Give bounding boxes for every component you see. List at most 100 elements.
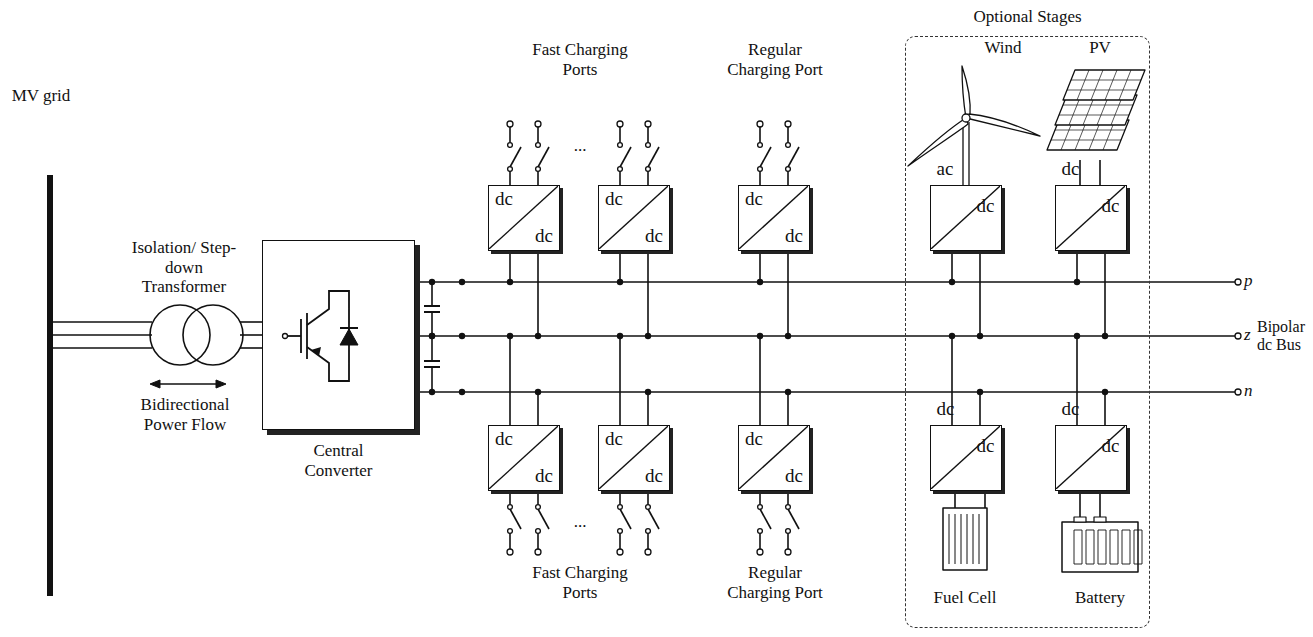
region-heading: Optional Stages [906,7,1149,27]
bus-tap [787,251,789,336]
label-anchor: ... [563,136,597,156]
converter-diagonal [931,186,1000,249]
switch-contact [786,143,791,148]
converter-diagonal [489,186,558,249]
label-anchor: Bipolar dc Bus [1257,318,1313,355]
part-label: ... [563,136,597,156]
switch-blade [788,147,799,167]
arrow-head [150,380,160,388]
turbine-blade [966,114,1040,136]
converter-box: dcdc [1055,425,1127,491]
bus-tap [951,251,953,282]
label-anchor: MV grid [0,86,82,106]
label-anchor: Bidirectional Power Flow [128,395,242,434]
part-label: Wind [976,38,1030,58]
converter-diagonal [599,426,668,489]
junction-dot [459,333,465,339]
pv-cell-grid [1105,70,1117,100]
switch-hinge [618,167,623,172]
converter-box: dcdc [930,425,1002,491]
battery-lead [1079,491,1081,518]
part-label: Regular Charging Port [715,563,835,602]
battery-cell [1098,530,1106,564]
label-anchor: Battery [1050,588,1150,608]
converter-box: dc dc [738,185,810,251]
junction-dot [949,279,955,285]
converter-box: dcdc [488,185,560,251]
igbt-symbol [306,313,308,359]
switch-contact [508,143,513,148]
charging-port-terminal [507,549,513,555]
bus-pole-name: z [1244,325,1258,345]
converter-type: dc [745,189,763,210]
battery-cell [1086,530,1094,564]
bus-tap [509,336,511,425]
capacitor-lead [431,336,433,361]
switch-contact [646,143,651,148]
bus-terminal [1235,279,1241,285]
switch-hinge [786,167,791,172]
switch-hinge [758,167,763,172]
part-label: Battery [1050,588,1150,608]
bus-tap [979,392,981,425]
junction-dot [429,333,435,339]
junction-dot [429,389,435,395]
charging-port-terminal [785,549,791,555]
part-label: Regular Charging Port [715,40,835,79]
junction-dot [429,333,435,339]
central-converter-box: Central Converter [262,240,415,430]
junction-dot [645,333,651,339]
label-anchor: Fast Charging Ports [515,563,645,602]
bus-tap [759,251,761,282]
pv-cell-grid [1063,105,1133,106]
switch-lead [509,533,511,549]
switch-lead [787,127,789,143]
switch-lead [759,127,761,143]
bus-pole-name: p [1244,271,1258,291]
bus-tap [759,336,761,425]
converter-box: dcdc [598,425,670,491]
switch-contact [758,529,763,534]
converter-diagonal [931,426,1000,489]
label-anchor: Wind [976,38,1030,58]
panel-lead [1099,160,1101,185]
part-label: Isolation/ Step-down Transformer [128,238,240,297]
junction-dot [535,389,541,395]
switch-contact [786,529,791,534]
battery-cell [1110,530,1118,564]
bus-terminal [1235,333,1241,339]
capacitor-lead [431,282,433,306]
battery-case [1062,522,1138,572]
bus-tap [619,336,621,425]
junction-dot [1074,279,1080,285]
switch-blade [788,509,799,529]
bus-terminal [1235,389,1241,395]
pv-panel [1063,70,1145,100]
switch-blade [538,147,549,167]
converter-type: dc [645,226,663,247]
junction-dot [459,279,465,285]
converter-type: dc [495,429,513,450]
converter-type: dc [785,226,803,247]
pv-cell-grid [1077,70,1089,100]
capacitor-plate [424,360,440,362]
optional-stages-region: Optional Stagesacdcdcdcdcdcdcdc [905,36,1150,628]
charging-port-terminal [617,549,623,555]
converter-diagonal [599,186,668,249]
igbt-symbol [300,319,302,353]
igbt-symbol [287,335,301,337]
bus-pole-name: n [1244,381,1258,401]
junction-dot [645,389,651,395]
bus-tap [509,251,511,282]
part-label: Bipolar dc Bus [1257,318,1313,355]
capacitor-plate [424,311,440,313]
switch-lead [619,533,621,549]
turbine-hub [962,114,970,122]
part-label: ... [563,512,597,532]
switch-lead [509,127,511,143]
diode-symbol [340,329,358,345]
label-anchor: Fuel Cell [920,588,1010,608]
converter-type: dc [495,189,513,210]
battery-post [1094,517,1106,522]
